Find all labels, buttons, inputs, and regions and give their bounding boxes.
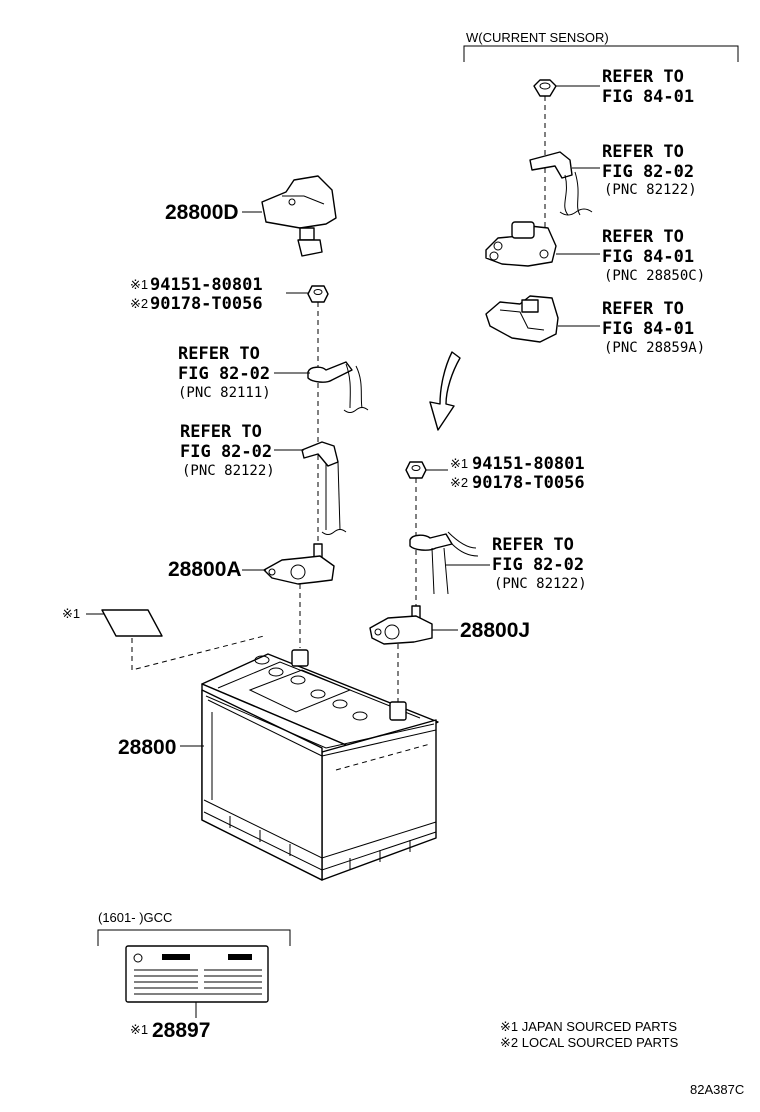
- part-28897-marker: ※1: [130, 1022, 148, 1037]
- battery-nut-left[interactable]: [307, 285, 329, 303]
- ref-r3-line1: REFER TO: [602, 227, 684, 247]
- current-sensor-body[interactable]: [485, 221, 557, 267]
- ref-r5-line1: REFER TO: [178, 344, 260, 364]
- nut-left-marker2: ※2: [130, 296, 148, 311]
- battery-nut-right[interactable]: [405, 461, 427, 479]
- caution-label-sheet[interactable]: [101, 609, 163, 637]
- current-sensor-bracket: [463, 45, 739, 62]
- ref-r1-line2: FIG 84-01: [602, 87, 694, 107]
- sensor-nut[interactable]: [533, 79, 557, 97]
- ref-r3-line2: FIG 84-01: [602, 247, 694, 267]
- ref-r2-line2: FIG 82-02: [602, 162, 694, 182]
- ref-r7-line3: (PNC 82122): [494, 576, 587, 592]
- part-28800d-label: 28800D: [165, 201, 239, 224]
- part-28800j-label: 28800J: [460, 619, 530, 642]
- battery-28800[interactable]: [201, 649, 439, 881]
- ref-r7-line1: REFER TO: [492, 535, 574, 555]
- sensor-cover[interactable]: [485, 295, 559, 343]
- nut-right-line1: 94151-80801: [472, 454, 585, 474]
- ref-r6-line2: FIG 82-02: [180, 442, 272, 462]
- nut-right-line2: 90178-T0056: [472, 473, 585, 493]
- terminal-clamp-28800j[interactable]: [369, 605, 433, 645]
- ref-r5-line3: (PNC 82111): [178, 385, 271, 401]
- ref-r6-line3: (PNC 82122): [182, 463, 275, 479]
- ref-r5-line2: FIG 82-02: [178, 364, 270, 384]
- ground-cable-82111[interactable]: [307, 361, 369, 413]
- nut-right-marker1: ※1: [450, 456, 468, 471]
- ref-r7-line2: FIG 82-02: [492, 555, 584, 575]
- nut-left-line1: 94151-80801: [150, 275, 263, 295]
- bracket-header: (1601- )GCC: [98, 910, 172, 925]
- part-28800-label: 28800: [118, 736, 176, 759]
- sensor-cable-terminal[interactable]: [529, 151, 593, 216]
- diagram-code: 82A387C: [690, 1082, 744, 1097]
- label-placement-line: [131, 635, 265, 671]
- part-28800a-label: 28800A: [168, 558, 242, 581]
- positive-cable-82122[interactable]: [409, 531, 479, 595]
- nut-left-line2: 90178-T0056: [150, 294, 263, 314]
- part-28897-label: 28897: [152, 1019, 210, 1042]
- ref-r4-line3: (PNC 28859A): [604, 340, 705, 356]
- ref-r1-line1: REFER TO: [602, 67, 684, 87]
- ref-r4-line2: FIG 84-01: [602, 319, 694, 339]
- ref-r2-line1: REFER TO: [602, 142, 684, 162]
- legend-japan: ※1 JAPAN SOURCED PARTS: [500, 1019, 677, 1034]
- terminal-clamp-28800a[interactable]: [263, 543, 335, 585]
- current-sensor-header: W(CURRENT SENSOR): [466, 30, 609, 45]
- nut-right-marker2: ※2: [450, 475, 468, 490]
- nut-left-marker1: ※1: [130, 277, 148, 292]
- install-arrow-icon: [429, 351, 461, 431]
- terminal-cover-28800d[interactable]: [261, 175, 337, 257]
- ref-r2-line3: (PNC 82122): [604, 182, 697, 198]
- ref-r4-line1: REFER TO: [602, 299, 684, 319]
- label-marker: ※1: [62, 606, 80, 621]
- ref-r6-line1: REFER TO: [180, 422, 262, 442]
- ref-r3-line3: (PNC 28850C): [604, 268, 705, 284]
- gcc-bracket: [97, 929, 291, 946]
- warning-label-28897[interactable]: [125, 945, 269, 1003]
- legend-local: ※2 LOCAL SOURCED PARTS: [500, 1035, 679, 1050]
- negative-cable-82122[interactable]: [301, 441, 347, 535]
- current-sensor-group: W(CURRENT SENSOR) REFER TO FIG 84-01 REF…: [463, 30, 739, 356]
